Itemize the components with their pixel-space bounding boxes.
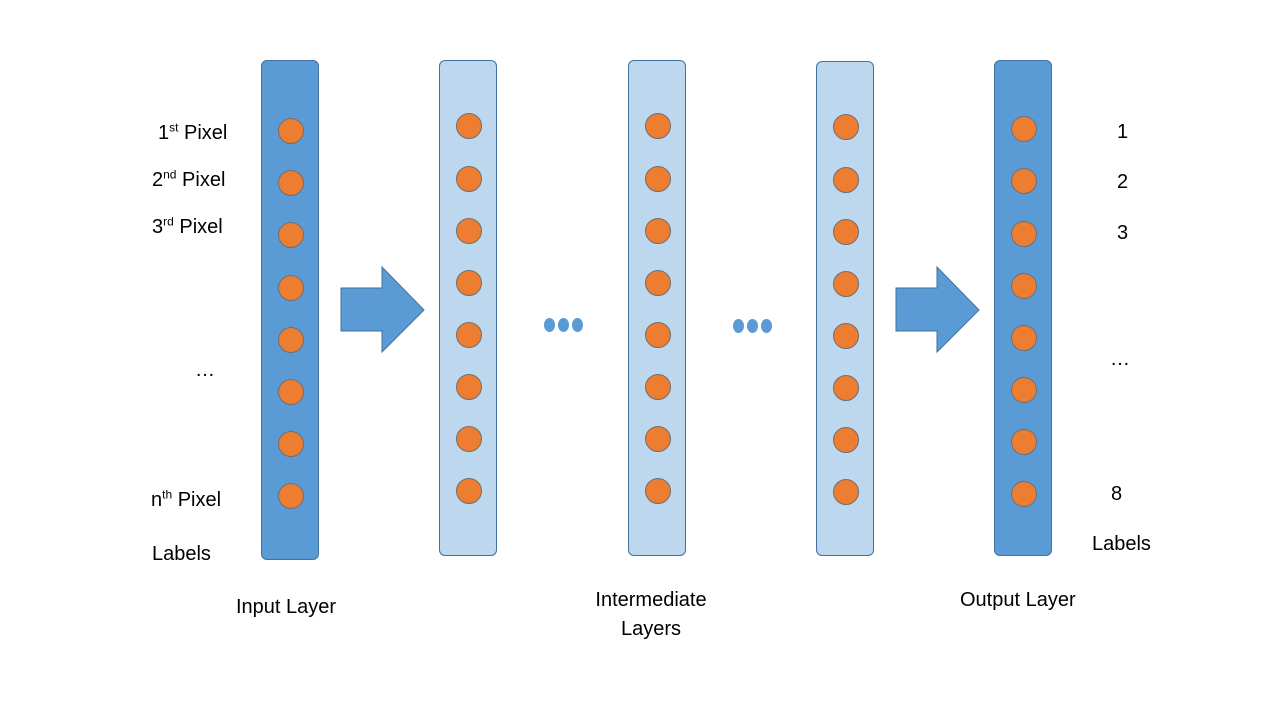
input-node [278, 170, 304, 196]
intermediate-node [833, 323, 859, 349]
intermediate-node [456, 426, 482, 452]
intermediate-node [456, 218, 482, 244]
intermediate-node [645, 426, 671, 452]
intermediate-node [456, 166, 482, 192]
pixel-2-label: 2nd Pixel [152, 167, 226, 191]
input-labels-caption: Labels [152, 543, 211, 565]
output-node [1011, 377, 1037, 403]
intermediate-node [833, 271, 859, 297]
input-node [278, 379, 304, 405]
intermediate-node [645, 322, 671, 348]
output-node [1011, 168, 1037, 194]
dot [572, 318, 583, 332]
dot [733, 319, 744, 333]
input-node [278, 275, 304, 301]
output-node [1011, 116, 1037, 142]
intermediate-node [645, 374, 671, 400]
output-node [1011, 273, 1037, 299]
output-node [1011, 481, 1037, 507]
output-label-8: 8 [1111, 483, 1123, 505]
right-arrow-icon [895, 266, 980, 354]
input-node [278, 431, 304, 457]
input-layer-column [261, 60, 319, 560]
intermediate-node [456, 270, 482, 296]
pixel-n-label: nth Pixel [151, 487, 222, 511]
intermediate-layer-column [439, 60, 497, 556]
intermediate-node [456, 322, 482, 348]
output-node [1011, 325, 1037, 351]
intermediate-node [645, 218, 671, 244]
input-node [278, 327, 304, 353]
intermediate-node [833, 479, 859, 505]
intermediate-node [833, 114, 859, 140]
output-label-3: 3 [1117, 222, 1129, 244]
input-ellipsis-label: … [195, 359, 215, 381]
intermediate-node [456, 478, 482, 504]
intermediate-node [645, 270, 671, 296]
intermediate-node [833, 219, 859, 245]
dot [761, 319, 772, 333]
output-layer-column [994, 60, 1052, 556]
pixel-3-label: 3rd Pixel [152, 214, 223, 238]
output-layer-caption: Output Layer [960, 589, 1076, 611]
intermediate-node [833, 375, 859, 401]
right-arrow-icon [340, 266, 425, 354]
input-node [278, 118, 304, 144]
intermediate-layer-column [816, 61, 874, 556]
output-labels-caption: Labels [1092, 533, 1151, 555]
intermediate-node [456, 374, 482, 400]
input-node [278, 222, 304, 248]
intermediate-layer-column [628, 60, 686, 556]
dot [558, 318, 569, 332]
output-label-1: 1 [1117, 121, 1129, 143]
output-node [1011, 429, 1037, 455]
continuation-dots [544, 318, 583, 332]
intermediate-layers-caption-line1: Intermediate [595, 589, 707, 611]
dot [747, 319, 758, 333]
intermediate-node [456, 113, 482, 139]
intermediate-node [833, 427, 859, 453]
intermediate-layers-caption-line2: Layers [620, 618, 682, 640]
input-node [278, 483, 304, 509]
pixel-1-label: 1st Pixel [158, 120, 228, 144]
continuation-dots [733, 319, 772, 333]
output-label-2: 2 [1117, 171, 1129, 193]
output-node [1011, 221, 1037, 247]
intermediate-node [645, 166, 671, 192]
input-layer-caption: Input Layer [236, 596, 337, 618]
intermediate-node [645, 113, 671, 139]
output-ellipsis-label: … [1110, 348, 1130, 370]
intermediate-node [645, 478, 671, 504]
dot [544, 318, 555, 332]
intermediate-node [833, 167, 859, 193]
